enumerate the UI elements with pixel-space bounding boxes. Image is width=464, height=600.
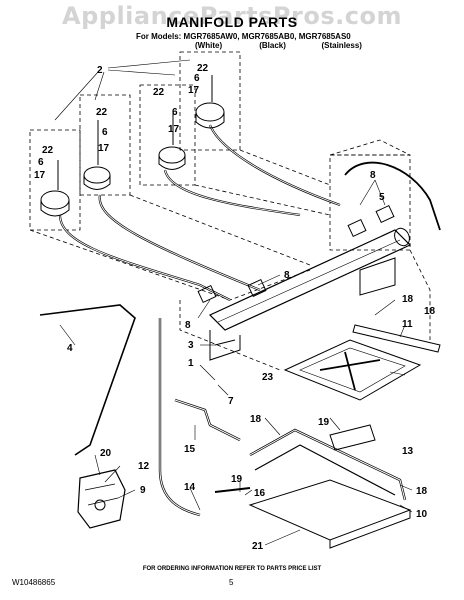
part-label-11: 11 <box>402 319 413 330</box>
part-label-23: 23 <box>262 372 274 383</box>
part-label-20: 20 <box>100 448 112 459</box>
part-label-12: 12 <box>138 461 150 472</box>
part-label-8: 8 <box>284 270 290 281</box>
part-label-6: 6 <box>194 73 200 84</box>
part-label-17: 17 <box>188 85 200 96</box>
part-label-22: 22 <box>197 63 209 74</box>
part-label-14: 14 <box>184 482 196 493</box>
variant-stainless: (Stainless) <box>321 41 362 50</box>
part-label-4: 4 <box>67 343 73 354</box>
watermark: AppliancePartsPros.com <box>62 2 402 30</box>
part-label-8: 8 <box>185 320 191 331</box>
part-label-15: 15 <box>184 444 196 455</box>
part-label-19: 19 <box>318 417 330 428</box>
part-label-22: 22 <box>42 145 54 156</box>
part-label-18: 18 <box>424 306 436 317</box>
part-label-10: 10 <box>416 509 428 520</box>
part-label-22: 22 <box>96 107 108 118</box>
model-numbers: For Models: MGR7685AW0, MGR7685AB0, MGR7… <box>136 32 351 41</box>
part-label-17: 17 <box>98 143 110 154</box>
part-label-9: 9 <box>140 485 146 496</box>
part-label-18: 18 <box>250 414 262 425</box>
part-label-5: 5 <box>379 192 385 203</box>
part-label-2: 2 <box>97 65 103 76</box>
page-title: MANIFOLD PARTS <box>166 14 298 30</box>
part-label-7: 7 <box>228 396 234 407</box>
ordering-note: FOR ORDERING INFORMATION REFER TO PARTS … <box>142 566 322 572</box>
part-label-18: 18 <box>402 294 414 305</box>
part-label-6: 6 <box>172 107 178 118</box>
part-label-19: 19 <box>231 474 243 485</box>
part-label-1: 1 <box>188 358 194 369</box>
part-label-21: 21 <box>252 541 264 552</box>
variant-black: (Black) <box>259 41 286 50</box>
part-label-22: 22 <box>153 87 165 98</box>
part-label-6: 6 <box>38 157 44 168</box>
part-label-17: 17 <box>168 124 180 135</box>
part-label-17: 17 <box>34 170 46 181</box>
part-label-13: 13 <box>402 446 414 457</box>
variant-white: (White) <box>195 41 223 50</box>
model-variants: (White) (Black) (Stainless) <box>195 41 362 50</box>
part-label-18: 18 <box>416 486 428 497</box>
part-label-16: 16 <box>254 488 266 499</box>
part-label-6: 6 <box>102 127 108 138</box>
part-label-3: 3 <box>188 340 194 351</box>
document-number: W10486865 <box>12 578 56 587</box>
page-number: 5 <box>229 578 234 587</box>
part-label-8: 8 <box>370 170 376 181</box>
